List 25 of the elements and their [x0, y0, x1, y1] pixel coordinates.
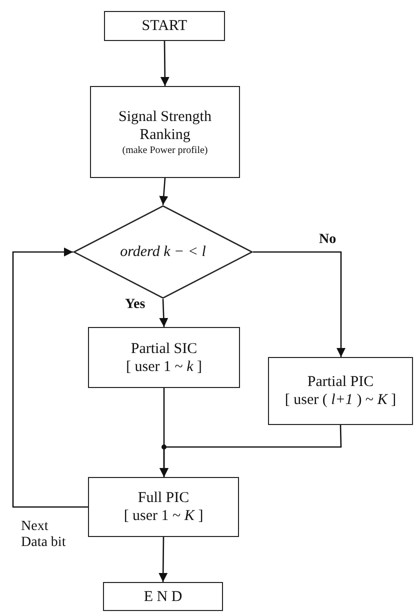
arrow [159, 178, 168, 206]
process-box [88, 327, 240, 388]
step-label: orderd k − < l [120, 243, 206, 261]
process-box [103, 582, 223, 611]
arrow [253, 251, 346, 357]
process-box [90, 86, 240, 178]
arrow [160, 424, 342, 477]
decision-diamond [73, 205, 253, 299]
step-label: Partial PIC [307, 373, 374, 391]
process-box [104, 11, 225, 41]
step-detail: [ user 1 ~ K ] [124, 507, 204, 525]
arrow [159, 298, 168, 328]
step-label: START [142, 17, 188, 35]
step-label: Full PIC [138, 489, 190, 507]
process-box [268, 357, 413, 425]
step-detail: [ user 1 ~ k ] [126, 358, 202, 376]
step-label: E N D [144, 588, 182, 606]
process-box [88, 477, 239, 537]
arrow [158, 537, 168, 582]
step-detail: [ user ( l+1 ) ~ K ] [284, 391, 396, 409]
arrow [12, 248, 88, 508]
step-detail: (make Power profile) [122, 144, 208, 156]
step-label: Partial SIC [130, 340, 198, 358]
arrow [160, 41, 170, 86]
step-label: Signal Strength Ranking [118, 108, 212, 144]
